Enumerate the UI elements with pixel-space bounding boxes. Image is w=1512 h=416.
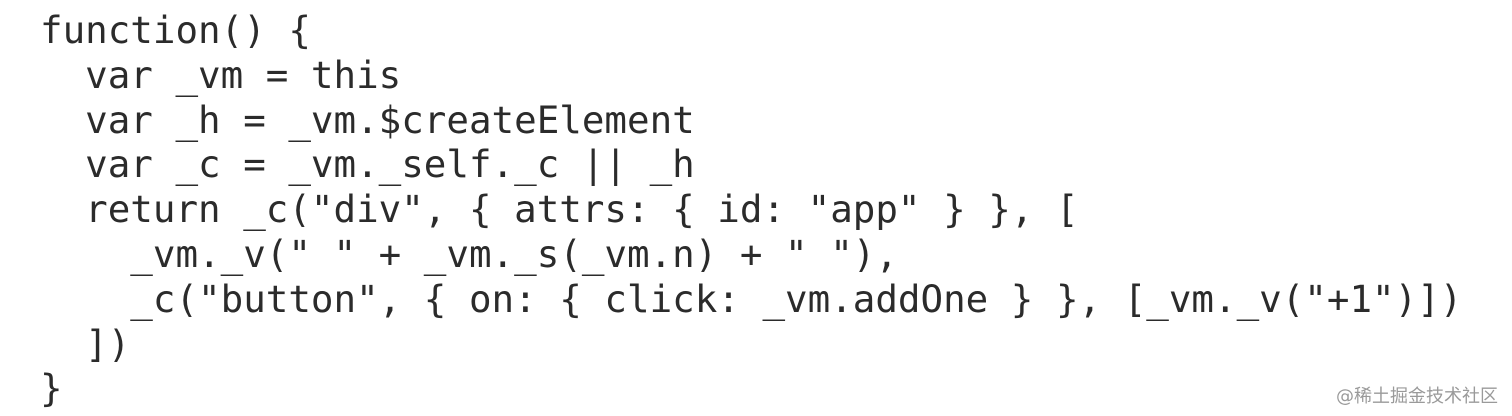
code-line: var _c = _vm._self._c || _h [40,142,695,187]
code-line: var _vm = this [40,52,402,97]
code-line: _c("button", { on: { click: _vm.addOne }… [40,276,1463,321]
code-line: ]) [40,321,131,366]
code-line: return _c("div", { attrs: { id: "app" } … [40,187,1079,232]
watermark: @稀土掘金技术社区 [1336,386,1498,407]
code-line: } [40,366,63,411]
code-line: var _h = _vm.$createElement [40,97,695,142]
code-line: _vm._v(" " + _vm._s(_vm.n) + " "), [40,231,898,276]
code-line: function() { [40,8,311,52]
code-block: function() { var _vm = this var _h = _vm… [40,8,1462,411]
